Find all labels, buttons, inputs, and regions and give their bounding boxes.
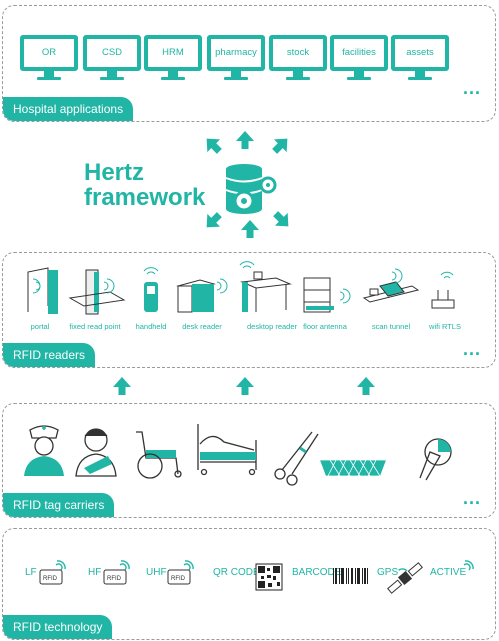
monitor-stand: [107, 71, 117, 78]
wheelchair-icon: [136, 431, 182, 479]
monitor-stand: [168, 71, 178, 78]
monitor-base: [37, 77, 61, 80]
app-label-pharmacy: pharmacy: [207, 35, 265, 71]
scissors-icon: [274, 431, 319, 486]
monitor-stand: [354, 71, 364, 78]
more-apps-indicator[interactable]: ...: [463, 78, 482, 98]
patient-icon: [75, 428, 117, 477]
rfid-technology-label: RFID technology: [3, 615, 113, 639]
hospital-applications-label: Hospital applications: [3, 97, 134, 121]
barcode-icon: [333, 568, 368, 584]
up-arrow-icon: [236, 377, 254, 395]
monitor-stand: [44, 71, 54, 78]
textile-basket-icon: [320, 459, 386, 477]
monitor-stand: [293, 71, 303, 78]
app-label-stock: stock: [269, 35, 327, 71]
reader-label-desktop-reader: desktop reader: [246, 322, 298, 331]
hip-implant-icon: [419, 438, 452, 481]
hospital-applications-panel: Hospital applications ...: [2, 5, 496, 122]
tech-label-lf: LF: [25, 567, 37, 578]
app-monitor-hrm[interactable]: HRM: [144, 35, 202, 83]
monitor-stand: [231, 71, 241, 78]
lf-rfid-tag-icon: RFID: [39, 560, 66, 585]
framework-title-line1: Hertz: [84, 159, 145, 186]
app-monitor-facilities[interactable]: facilities: [330, 35, 388, 83]
tech-label-hf: HF: [88, 567, 102, 578]
qr-code-icon: [255, 563, 283, 591]
portal-icon: [27, 267, 58, 314]
rfid-tag-carriers-panel: RFID tag carriers ...: [2, 403, 496, 518]
app-monitor-pharmacy[interactable]: pharmacy: [207, 35, 265, 83]
tech-label-qr-code: QR CODE: [213, 567, 260, 578]
monitor-base: [161, 77, 185, 80]
monitor-base: [224, 77, 248, 80]
app-monitor-assets[interactable]: assets: [391, 35, 449, 83]
tech-label-active: ACTIVE: [430, 567, 467, 578]
fixed-read-point-icon: [68, 269, 126, 315]
gps-satellite-icon: [387, 562, 423, 594]
reader-label-portal: portal: [30, 322, 50, 331]
app-monitor-stock[interactable]: stock: [269, 35, 327, 83]
rfid-technology-panel: RFID technology: [2, 528, 496, 640]
framework-title-line2: framework: [84, 184, 206, 211]
app-label-hrm: HRM: [144, 35, 202, 71]
reader-label-floor-antenna: floor antenna: [303, 322, 347, 331]
reader-label-fixed-read-point: fixed read point: [69, 322, 121, 331]
more-carriers-indicator[interactable]: ...: [463, 488, 482, 508]
nurse-icon: [24, 425, 64, 476]
wifi-rtls-icon: [431, 271, 455, 309]
rfid-badge-text: RFID: [43, 576, 58, 582]
monitor-base: [347, 77, 371, 80]
app-monitor-or[interactable]: OR: [20, 35, 78, 83]
monitor-stand: [415, 71, 425, 78]
rfid-badge-text: RFID: [107, 576, 122, 582]
up-arrow-icon: [113, 377, 131, 395]
scan-tunnel-icon: [362, 268, 420, 303]
hertz-framework-title: Hertz framework: [84, 160, 205, 210]
app-label-or: OR: [20, 35, 78, 71]
hf-rfid-tag-icon: RFID: [103, 560, 130, 585]
more-readers-indicator[interactable]: ...: [463, 339, 482, 359]
reader-label-desk-reader: desk reader: [182, 322, 222, 331]
hospital-bed-icon: [197, 424, 257, 476]
active-signal-icon: [463, 560, 474, 571]
monitor-base: [286, 77, 310, 80]
monitor-base: [100, 77, 124, 80]
floor-antenna-icon: [303, 277, 351, 313]
rfid-readers-label: RFID readers: [3, 343, 96, 367]
up-arrow-icon: [357, 377, 375, 395]
rfid-readers-panel: RFID readers ...: [2, 252, 496, 368]
reader-label-handheld: handheld: [135, 322, 167, 331]
desk-reader-icon: [176, 278, 228, 313]
uhf-rfid-tag-icon: RFID: [167, 560, 194, 585]
reader-label-wifi-rtls: wifi RTLS: [429, 322, 461, 331]
rfid-tag-carriers-label: RFID tag carriers: [3, 493, 115, 517]
tech-label-uhf: UHF: [146, 567, 167, 578]
app-monitor-csd[interactable]: CSD: [83, 35, 141, 83]
monitor-base: [408, 77, 432, 80]
tech-label-gps: GPS: [377, 567, 399, 578]
app-label-facilities: facilities: [330, 35, 388, 71]
reader-label-scan-tunnel: scan tunnel: [371, 322, 411, 331]
tech-label-barcode: BARCODE: [292, 567, 342, 578]
rfid-badge-text: RFID: [171, 576, 186, 582]
app-label-csd: CSD: [83, 35, 141, 71]
desktop-reader-icon: [239, 261, 292, 312]
handheld-icon: [143, 267, 159, 312]
app-label-assets: assets: [391, 35, 449, 71]
database-gear-icon: [225, 164, 277, 214]
